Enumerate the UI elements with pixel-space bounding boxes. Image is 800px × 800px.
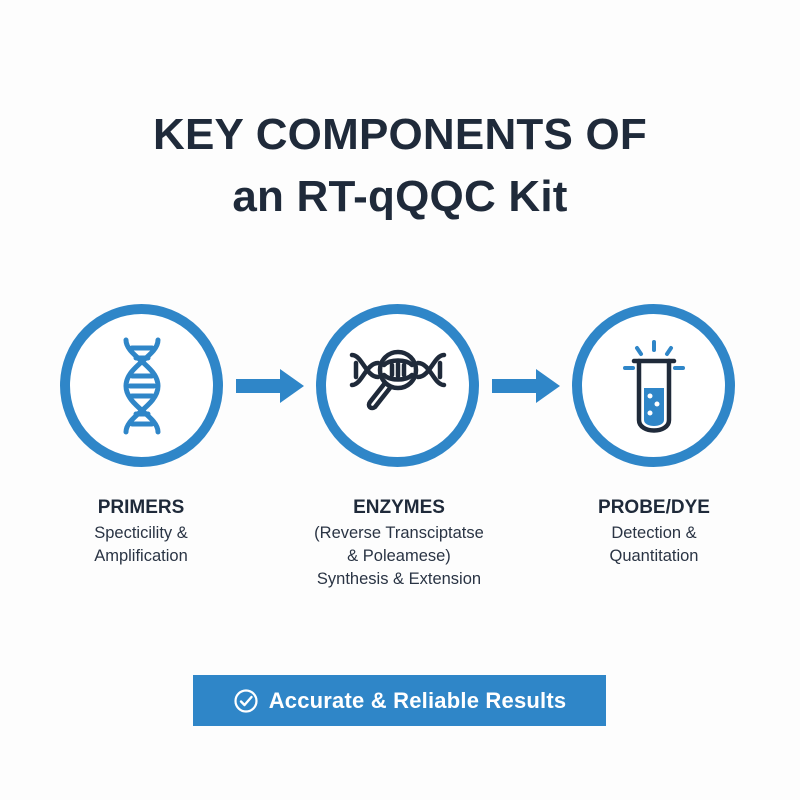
dna-helix-icon [122, 337, 161, 434]
test-tube-icon [622, 339, 685, 433]
primers-circle [60, 304, 223, 467]
enzymes-circle [316, 304, 479, 467]
probe-dye-label: PROBE/DYE Detection & Quantitation [534, 496, 774, 568]
probe-dye-desc-line-1: Detection & [611, 524, 697, 542]
probe-dye-desc-line-2: Quantitation [609, 547, 699, 565]
primers-desc-line-1: Specticility & [94, 524, 188, 542]
enzymes-desc-line-2: & Poleamese) [347, 547, 451, 565]
primers-desc-line-2: Amplification [94, 547, 188, 565]
primers-heading: PRIMERS [97, 497, 185, 518]
dna-magnifier-icon [349, 349, 446, 411]
enzymes-label: ENZYMES (Reverse Transciptatse & Poleame… [279, 496, 519, 591]
enzymes-desc-line-1: (Reverse Transciptatse [314, 524, 484, 542]
page-title: KEY COMPONENTS OF an RT-qQQC Kit [0, 104, 800, 228]
banner-label: Accurate & Reliable Results [268, 687, 567, 713]
enzymes-heading: ENZYMES [353, 497, 445, 518]
probe-dye-circle [572, 304, 735, 467]
arrow-right-icon [236, 369, 304, 403]
arrow-right-icon [492, 369, 560, 403]
title-line-2: an RT-qQQC Kit [232, 172, 568, 221]
title-line-1: KEY COMPONENTS OF [153, 110, 647, 159]
results-banner: Accurate & Reliable Results [193, 675, 606, 726]
check-circle-icon [234, 688, 258, 713]
enzymes-desc-line-3: Synthesis & Extension [316, 570, 482, 588]
probe-dye-heading: PROBE/DYE [598, 497, 710, 518]
primers-label: PRIMERS Specticility & Amplification [21, 496, 261, 568]
